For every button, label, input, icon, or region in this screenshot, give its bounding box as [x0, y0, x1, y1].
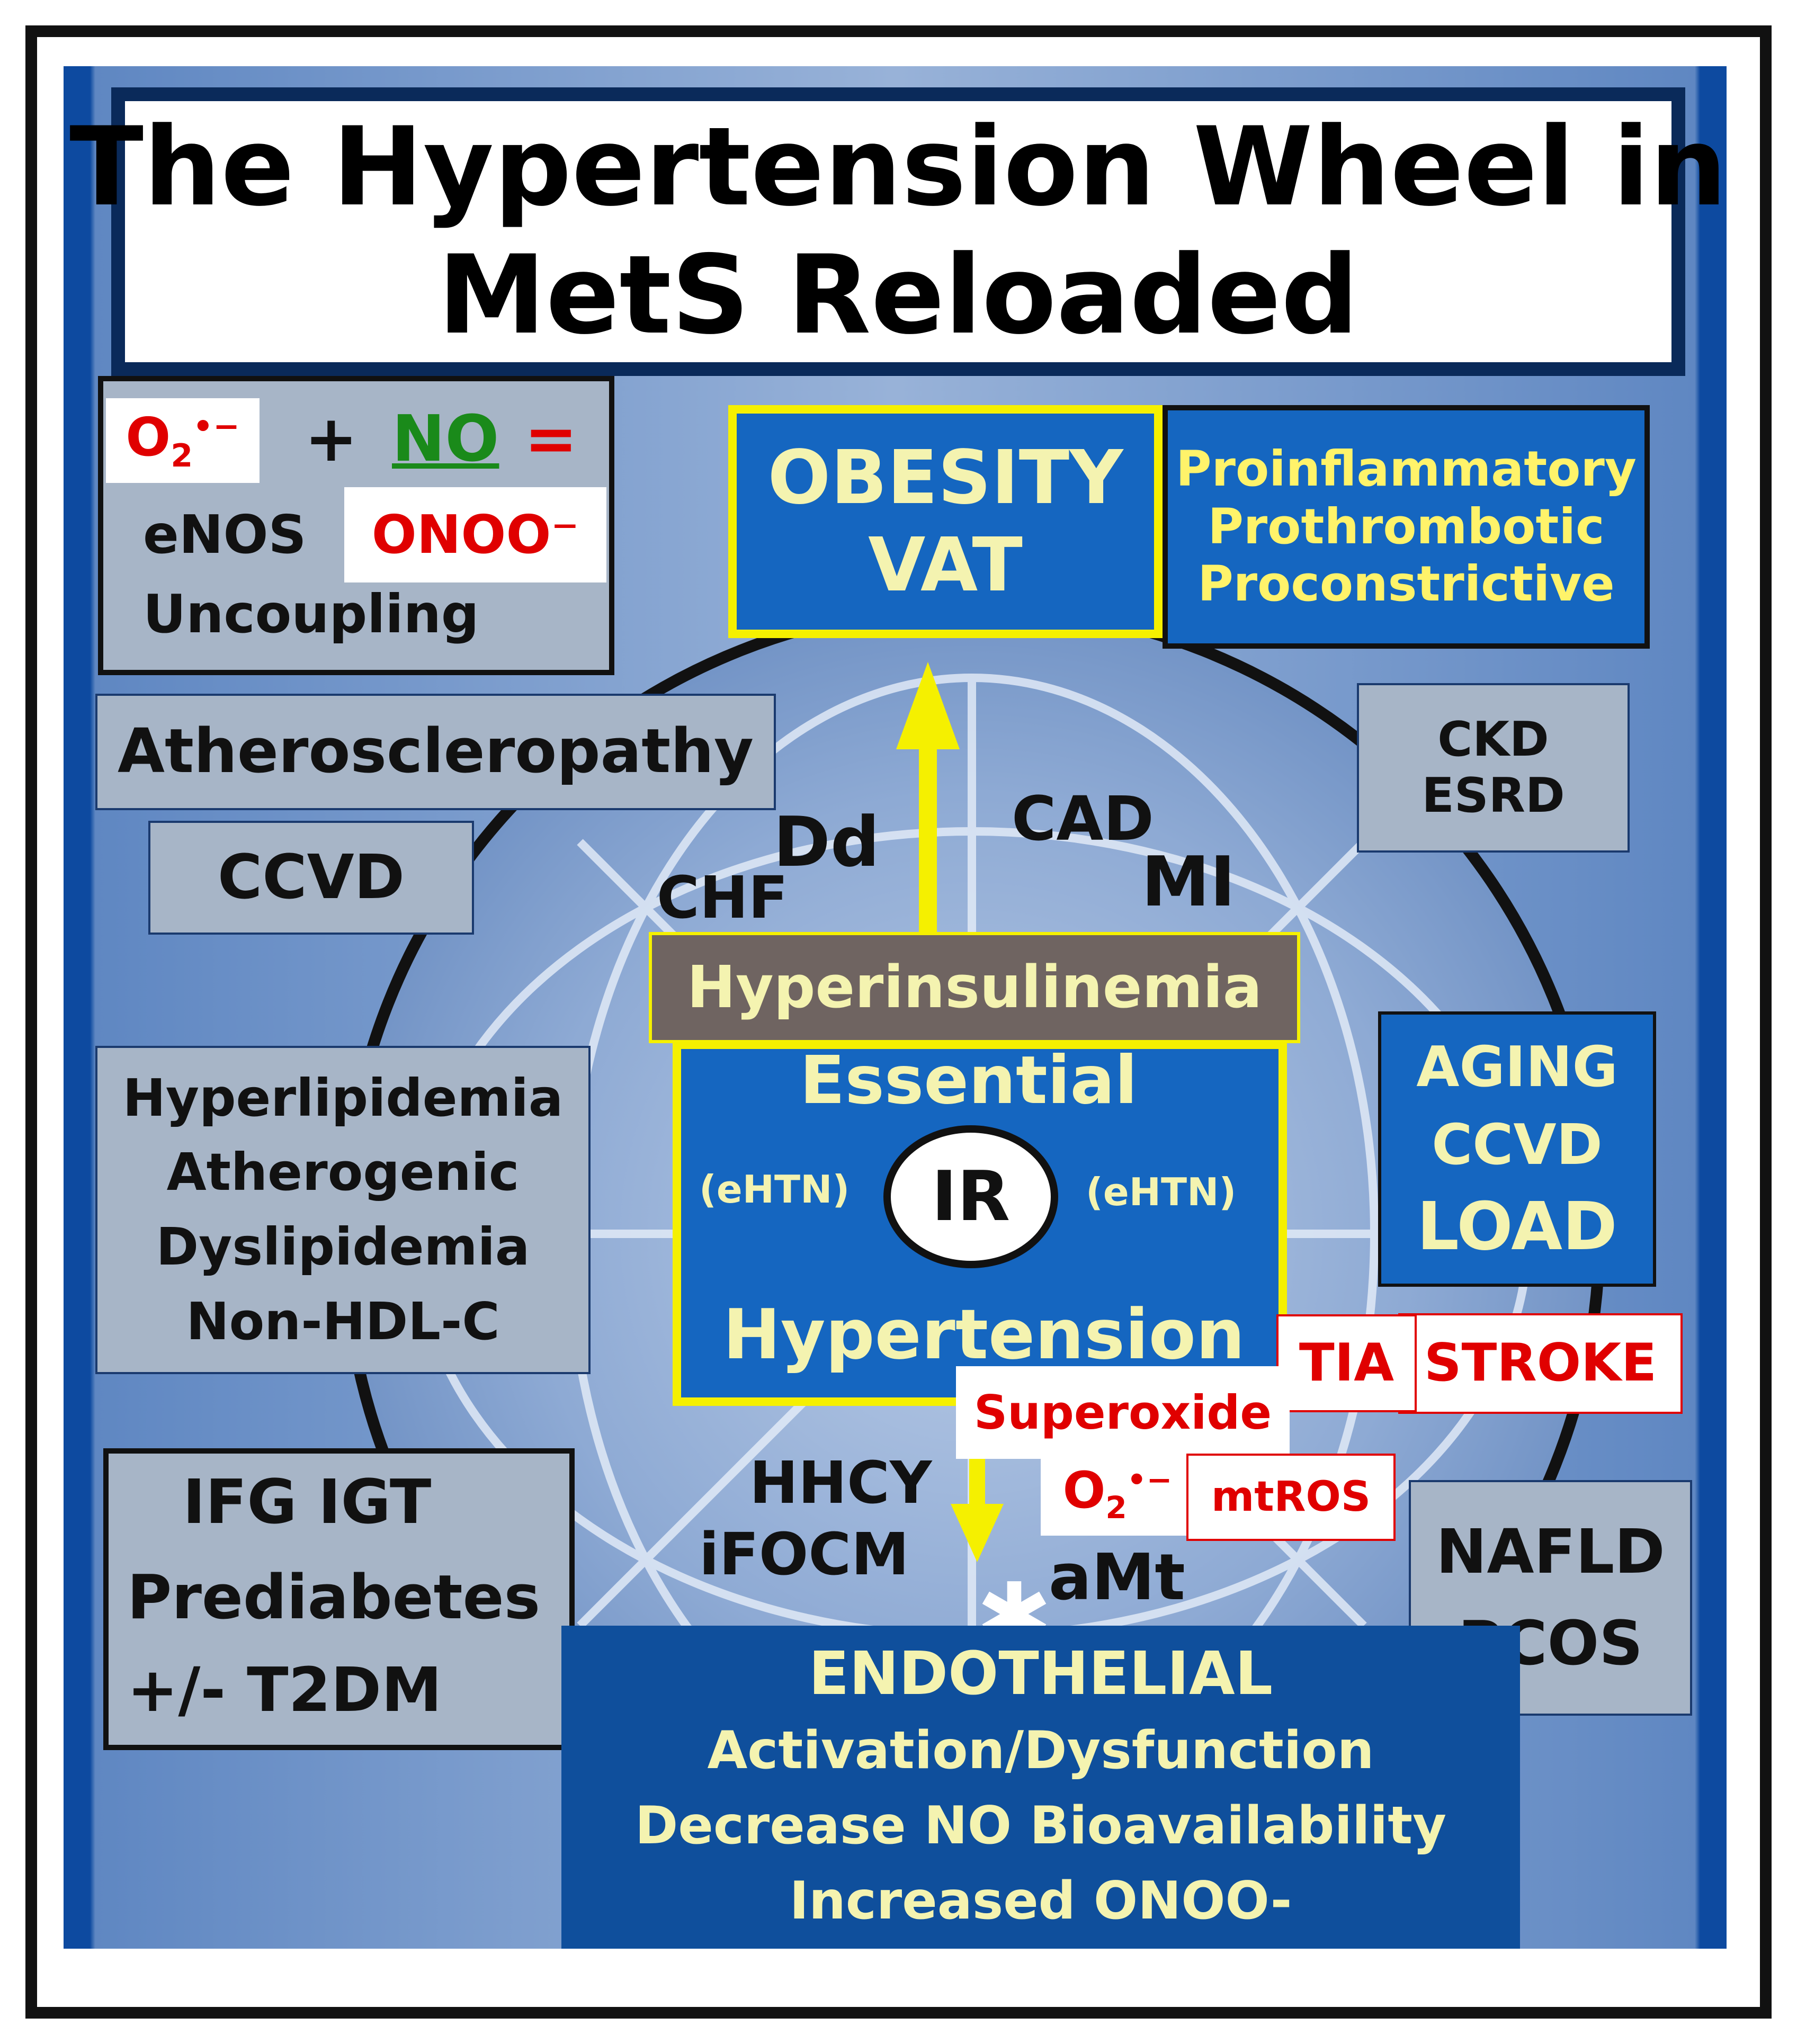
pro-line1: Proinflammatory [1176, 441, 1637, 498]
lipids-line2: Atherogenic [166, 1142, 520, 1203]
ir-label: IR [931, 1156, 1011, 1237]
endothelial-box: ENDOTHELIAL Activation/Dysfunction Decre… [561, 1626, 1520, 1949]
eq-enos: eNOS [143, 504, 307, 566]
aging-box: AGING CCVD LOAD [1378, 1011, 1656, 1287]
eq-no: NO [392, 402, 499, 476]
label-dd: Dd [773, 802, 880, 882]
tia-label: TIA [1299, 1332, 1394, 1393]
eq-uncoupling: Uncoupling [143, 583, 479, 645]
eq-o-sub: 2 [171, 437, 193, 475]
label-chf: CHF [657, 864, 788, 931]
label-hhcy: HHCY [749, 1449, 932, 1517]
label-ifocm: iFOCM [699, 1520, 909, 1588]
superoxide-box: Superoxide [956, 1366, 1290, 1459]
title-box: The Hypertension Wheel in MetS Reloaded [69, 87, 1727, 376]
label-mi: MI [1141, 841, 1236, 922]
label-amt: aMt [1049, 1541, 1185, 1615]
obesity-line2: VAT [868, 522, 1023, 608]
ckd-box: CKD ESRD [1357, 683, 1630, 853]
o2-base: O [1062, 1461, 1106, 1520]
hyperinsulinemia-label: Hyperinsulinemia [686, 953, 1263, 1021]
eq-equals: = [524, 402, 578, 476]
superoxide-label: Superoxide [973, 1385, 1272, 1440]
pro-box: Proinflammatory Prothrombotic Proconstri… [1163, 405, 1650, 649]
glucose-line2: Prediabetes [127, 1562, 541, 1633]
onoo-chip: ONOO⁻ [344, 487, 606, 582]
pro-line3: Proconstrictive [1197, 555, 1615, 613]
hyperinsulinemia-box: Hyperinsulinemia [649, 932, 1300, 1043]
lipids-line3: Dyslipidemia [156, 1217, 530, 1277]
ir-circle: IR [883, 1125, 1058, 1268]
title-line1: The Hypertension Wheel in [69, 104, 1727, 230]
ehtn-right-label: (eHTN) [1086, 1170, 1237, 1214]
title-line2: MetS Reloaded [437, 232, 1359, 358]
ckd-line1: CKD [1437, 711, 1549, 767]
aging-line1: AGING [1416, 1034, 1618, 1099]
eq-o: O [126, 406, 171, 469]
endothelial-line3: Decrease NO Bioavailability [635, 1795, 1446, 1856]
ccvd-box: CCVD [148, 821, 474, 935]
arrow-down [951, 1451, 1004, 1562]
ccvd-label: CCVD [217, 841, 405, 913]
o2-sub: 2 [1105, 1489, 1127, 1526]
superoxide-chip: O2•− [106, 398, 260, 483]
aging-line3: LOAD [1417, 1188, 1617, 1265]
o2-chip: O2•− [1041, 1451, 1194, 1536]
pro-line2: Prothrombotic [1208, 498, 1605, 555]
label-cad: CAD [1012, 784, 1154, 855]
obesity-line1: OBESITY [767, 434, 1123, 521]
atheroscleropathy-label: Atheroscleropathy [117, 716, 754, 787]
hypertension-label: Hypertension [723, 1294, 1245, 1375]
eq-plus: + [305, 402, 358, 476]
glucose-line1: IFG IGT [183, 1467, 432, 1538]
lipids-line4: Non-HDL-C [186, 1291, 500, 1351]
nafld-box: NAFLD PCOS [1409, 1480, 1692, 1716]
mtros-label: mtROS [1211, 1473, 1371, 1521]
stroke-label: STROKE [1424, 1333, 1657, 1394]
glucose-box [103, 1448, 575, 1750]
ckd-line2: ESRD [1421, 768, 1565, 823]
endothelial-line4: Increased ONOO- [789, 1870, 1292, 1931]
glucose-line3: +/- T2DM [127, 1655, 442, 1726]
aging-line2: CCVD [1432, 1112, 1603, 1177]
endothelial-line1: ENDOTHELIAL [808, 1639, 1273, 1709]
ehtn-left-label: (eHTN) [699, 1167, 850, 1212]
tia-box: TIA [1276, 1314, 1417, 1412]
lipids-line1: Hyperlipidemia [122, 1068, 564, 1128]
stroke-box: STROKE [1398, 1313, 1683, 1414]
nafld-line1: NAFLD [1436, 1517, 1665, 1588]
obesity-box: OBESITY VAT [728, 405, 1163, 638]
essential-label: Essential [800, 1042, 1138, 1119]
o2-sup: •− [1127, 1462, 1173, 1498]
endothelial-line2: Activation/Dysfunction [707, 1720, 1374, 1781]
eq-onoo: ONOO⁻ [371, 504, 579, 566]
mtros-box: mtROS [1186, 1454, 1396, 1541]
atheroscleropathy-box: Atheroscleropathy [95, 694, 776, 810]
arrow-up [896, 662, 960, 935]
lipids-box: Hyperlipidemia Atherogenic Dyslipidemia … [95, 1046, 591, 1374]
eq-o-sup: •− [193, 408, 240, 445]
